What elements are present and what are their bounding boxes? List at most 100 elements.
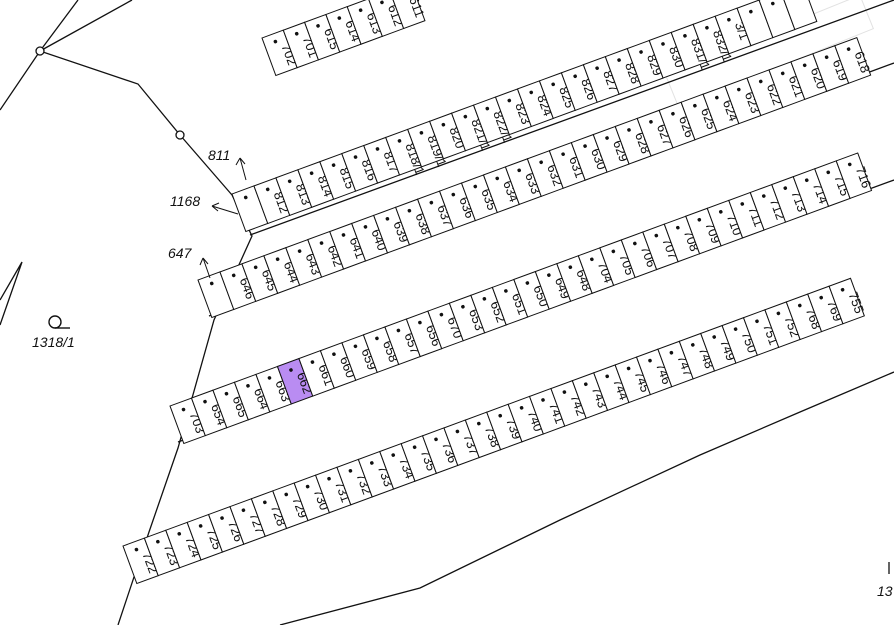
- parcel-dot: [847, 162, 852, 167]
- parcel-dot: [265, 187, 270, 192]
- parcel-dot: [412, 445, 417, 450]
- parcel-dot: [348, 469, 353, 473]
- parcel-dot: [648, 358, 652, 363]
- parcel-716[interactable]: 716: [835, 151, 876, 200]
- parcel-dot: [568, 265, 573, 270]
- label-13: 13: [877, 583, 893, 599]
- parcel-dot: [253, 265, 258, 270]
- parcel-dot: [418, 320, 422, 325]
- parcel-dot: [718, 210, 723, 214]
- parcel-dot: [697, 217, 702, 222]
- parcel-dot: [551, 82, 555, 87]
- parcel-dot: [690, 343, 695, 347]
- label-1318-1: 1318/1: [32, 334, 75, 350]
- parcel-dot: [605, 136, 609, 140]
- parcel-dot: [275, 257, 280, 262]
- boundary-line-top-left: [0, 50, 233, 196]
- parcel-dot: [246, 384, 250, 388]
- parcel-dot: [683, 34, 687, 38]
- label-1168: 1168: [170, 193, 200, 209]
- parcel-dot: [605, 374, 610, 379]
- parcel-dot: [407, 208, 412, 213]
- parcel-dot: [617, 58, 621, 62]
- parcel-dot: [776, 311, 781, 316]
- label-647: 647: [168, 245, 193, 261]
- parcel-dot: [396, 328, 401, 333]
- parcel-dot: [649, 120, 653, 124]
- parcel-dot: [284, 492, 289, 497]
- parcel-dot: [547, 273, 551, 277]
- parcel-dot: [517, 168, 521, 173]
- parcel-618[interactable]: 618: [834, 36, 875, 84]
- parcel-dot: [220, 516, 224, 520]
- parcel-755[interactable]: 755: [828, 277, 869, 325]
- arrow-647: [199, 257, 211, 279]
- parcel-dot: [590, 257, 594, 262]
- parcel-dot: [353, 155, 358, 159]
- parcel-dot: [627, 128, 631, 132]
- parcel-dot: [461, 304, 465, 309]
- parcel-dot: [519, 406, 524, 410]
- parcel-dot: [358, 8, 363, 13]
- parcel-cell[interactable]: [828, 277, 865, 325]
- parcel-dot: [819, 295, 823, 300]
- parcel-dot: [639, 50, 643, 54]
- parcel-cell[interactable]: [835, 152, 873, 200]
- parcel-dot: [676, 225, 680, 230]
- parcel-dot: [846, 47, 851, 51]
- parcel-dot: [263, 500, 267, 505]
- parcel-dot: [198, 524, 203, 528]
- parcel-dot: [840, 287, 845, 292]
- parcel-dot: [319, 241, 324, 245]
- parcel-dot: [633, 241, 637, 246]
- parcel-dot: [482, 297, 487, 301]
- parcel-dot: [584, 382, 588, 387]
- parcel-dot: [507, 98, 512, 103]
- parcel-dot: [353, 344, 358, 349]
- parcel-dot: [181, 407, 186, 412]
- boundary-node: [35, 46, 45, 56]
- parcel-dot: [824, 55, 829, 60]
- parcel-dot: [562, 390, 567, 394]
- parcel-dot: [712, 335, 716, 339]
- parcel-dot: [385, 217, 390, 221]
- parcel-dot: [525, 281, 530, 285]
- parcel-dot: [583, 144, 587, 148]
- parcel-dot: [327, 476, 331, 481]
- parcel-611[interactable]: 611: [389, 0, 429, 30]
- parcel-dot: [595, 66, 599, 70]
- parcel-dot: [434, 437, 438, 442]
- parcel-dot: [451, 192, 456, 197]
- parcel-cell[interactable]: [834, 36, 872, 84]
- parcel-dot: [203, 399, 207, 404]
- parcel-dot: [370, 461, 374, 465]
- parcel-number: 618: [852, 49, 874, 75]
- arrow-811: [235, 157, 247, 181]
- parcel-dot: [611, 249, 616, 254]
- parcel-dot: [477, 421, 481, 426]
- parcel-dot: [441, 122, 446, 127]
- parcel-dot: [305, 484, 310, 489]
- parcel-cell[interactable]: [389, 0, 426, 30]
- parcel-dot: [797, 303, 802, 308]
- parcel-dot: [541, 398, 545, 402]
- parcel-dot: [419, 131, 424, 135]
- parcel-dot: [363, 225, 368, 229]
- parcel-dot: [463, 114, 468, 119]
- parcel-dot: [287, 179, 292, 184]
- boundary-line-top-left-3: [39, 0, 133, 52]
- parcel-dot: [669, 350, 674, 355]
- parcel-dot: [485, 106, 490, 111]
- parcel-cell[interactable]: [780, 0, 818, 31]
- parcel-dot: [758, 79, 763, 84]
- label-811: 811: [208, 147, 230, 163]
- boundary-line-top-left-2: [39, 0, 79, 52]
- parcel-dot: [737, 87, 741, 92]
- parcel-blank[interactable]: [780, 0, 818, 31]
- parcel-number: 755: [846, 290, 868, 316]
- marker-icon: [48, 315, 70, 329]
